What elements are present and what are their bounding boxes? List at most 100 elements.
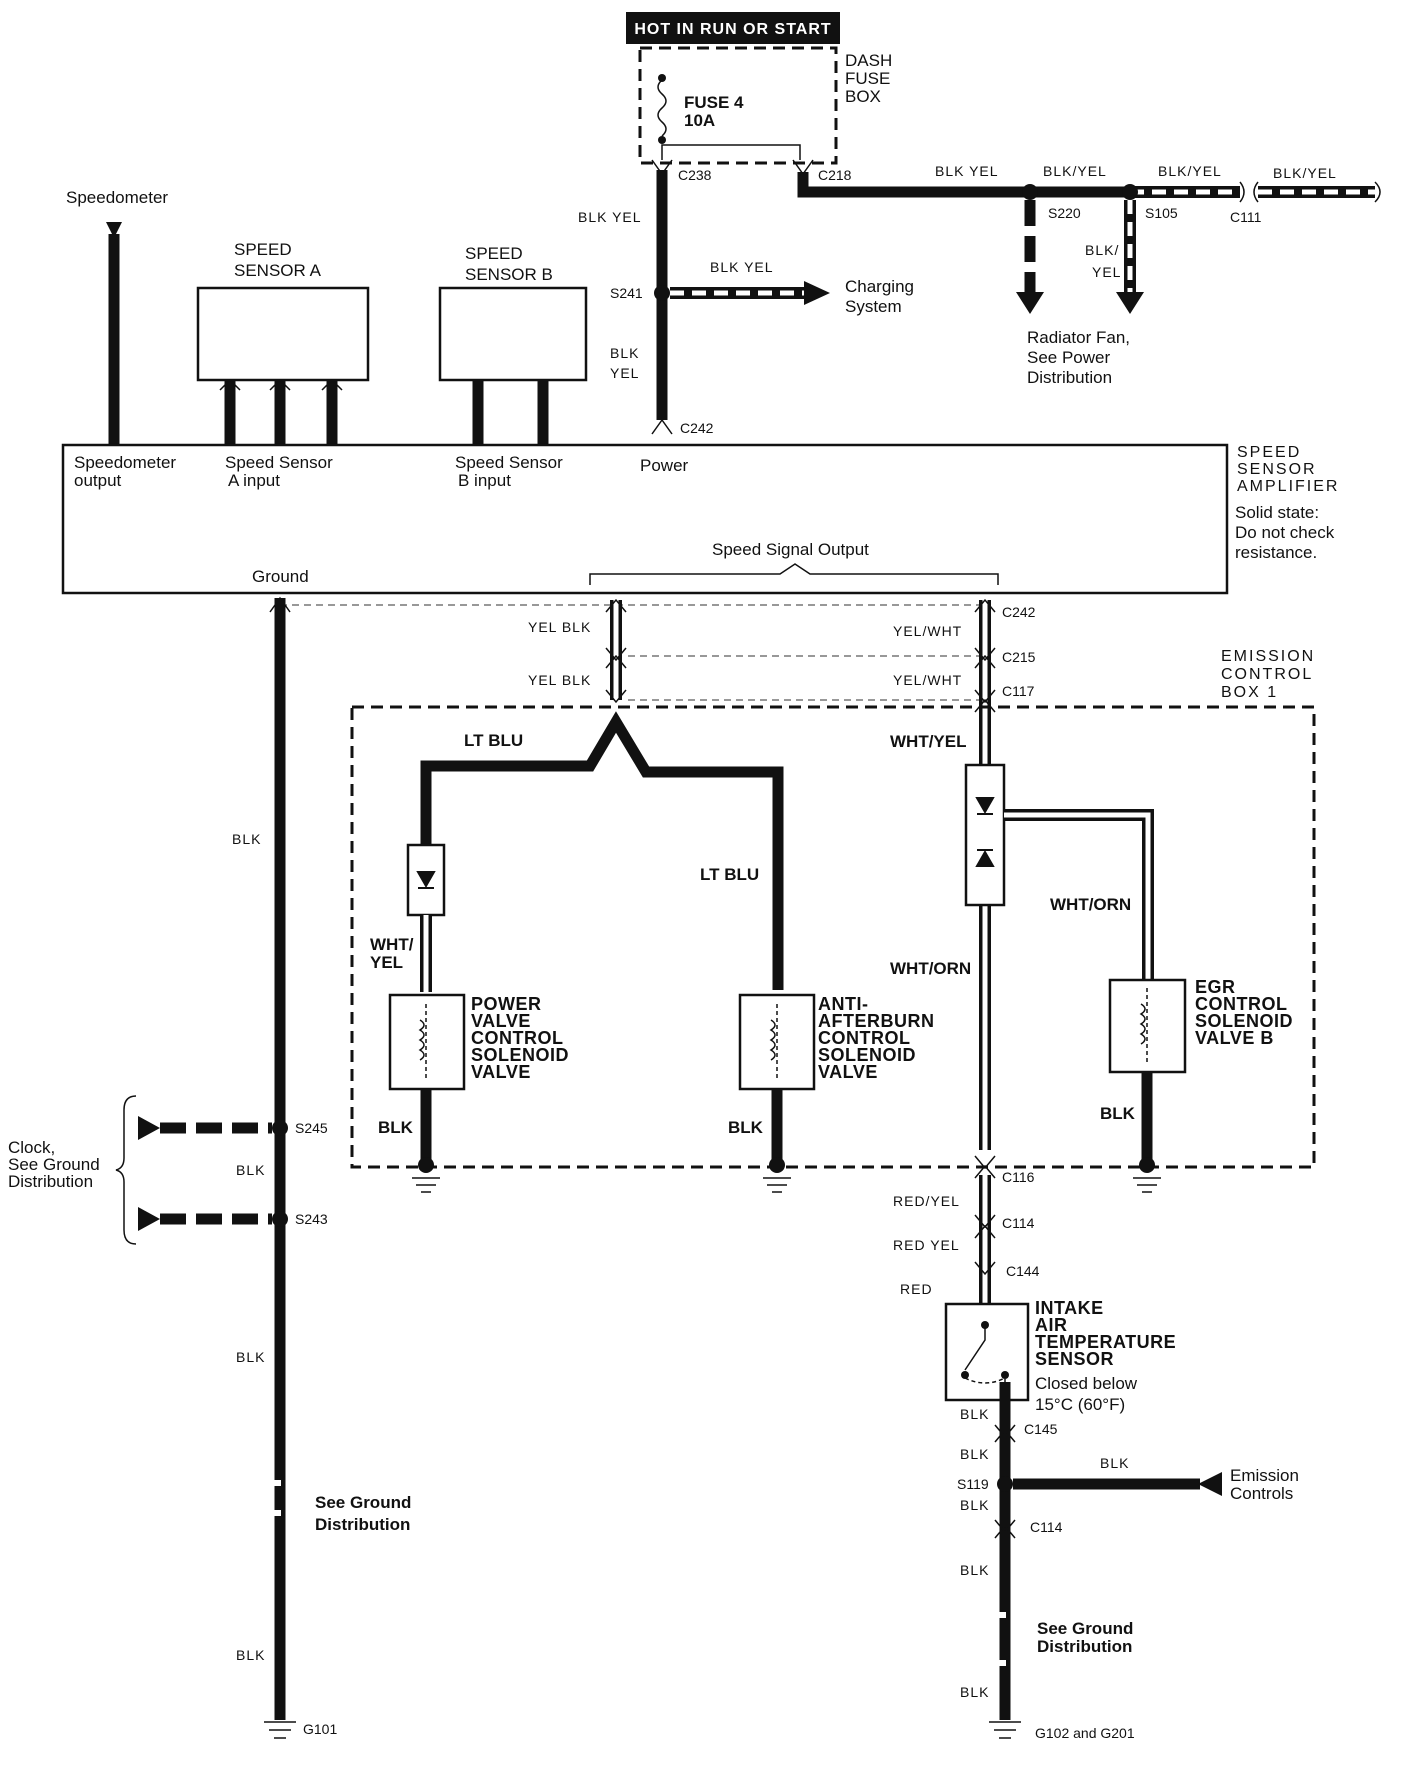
- fuse-4-label: FUSE 4: [684, 93, 744, 112]
- connector-label: S241: [610, 285, 643, 301]
- shield-lines: [280, 604, 985, 701]
- anti-afterburn-label: ANTI- AFTERBURN CONTROL SOLENOID VALVE: [818, 994, 940, 1082]
- wire-label: BLK: [236, 1647, 265, 1663]
- connector-label: S105: [1145, 205, 1178, 221]
- clock-bracket: [115, 1095, 137, 1245]
- connector-label: S220: [1048, 205, 1081, 221]
- splice-s241: [654, 285, 670, 301]
- radiator-fan-label: Radiator Fan, See Power Distribution: [1027, 328, 1135, 387]
- speedometer-label: Speedometer: [66, 188, 168, 207]
- wire-label: WHT/ORN: [890, 959, 971, 978]
- speed-sensor-a-label: SPEED SENSOR A: [234, 240, 322, 280]
- wire-label: RED YEL: [893, 1237, 960, 1253]
- dash-fuse-box-title: DASH FUSE BOX: [845, 51, 897, 106]
- pin-sensor-a-input: Speed Sensor A input: [225, 453, 337, 490]
- connector-label: C238: [678, 167, 712, 183]
- wire-label: YEL BLK: [528, 672, 591, 688]
- connector-c111-symbol: [1239, 181, 1259, 203]
- iat-sensor-label: INTAKE AIR TEMPERATURE SENSOR: [1035, 1298, 1182, 1369]
- wire-blk-yel-c218: [797, 172, 1020, 198]
- emission-control-box-1: [350, 705, 1316, 1169]
- connector-label: G101: [303, 1721, 337, 1737]
- wire-label: LT BLU: [700, 865, 759, 884]
- emission-controls-label: Emission Controls: [1230, 1466, 1304, 1503]
- wire-label: BLK: [960, 1497, 989, 1513]
- ground-distribution-left: See Ground Distribution: [315, 1493, 416, 1534]
- ground-g102-symbol: [989, 1721, 1021, 1739]
- connector-label: C242: [680, 420, 714, 436]
- ground-symbol: [412, 1177, 440, 1193]
- speedometer-arrow: [106, 222, 122, 238]
- charging-system-label: Charging System: [845, 277, 919, 316]
- pin-speed-signal-output: Speed Signal Output: [712, 540, 869, 559]
- egr-label: EGR CONTROL SOLENOID VALVE B: [1195, 977, 1299, 1048]
- wire-lt-blu: [420, 711, 784, 990]
- signal-output-bracket: [589, 563, 999, 585]
- dash-fuse-box: [638, 46, 838, 165]
- connector-label: C116: [1002, 1169, 1035, 1185]
- wire-label: WHT/ YEL: [370, 935, 418, 972]
- connector-label: C215: [1002, 649, 1036, 665]
- wire-label: BLK: [960, 1684, 989, 1700]
- speed-sensor-a: [196, 286, 370, 382]
- fuse-4-symbol: [657, 79, 667, 137]
- wire-label: YEL/WHT: [893, 623, 962, 639]
- wire-label: BLK: [960, 1562, 989, 1578]
- splice-s243: [272, 1211, 288, 1227]
- wire-label: BLK/YEL: [1273, 165, 1337, 181]
- connector-label: C145: [1024, 1421, 1058, 1437]
- wire-label: YEL/WHT: [893, 672, 962, 688]
- wire-label: WHT/YEL: [890, 732, 967, 751]
- intake-air-temperature-sensor: [944, 1302, 1030, 1402]
- wire-label: BLK/YEL: [1043, 163, 1107, 179]
- wire-label: RED: [900, 1281, 933, 1297]
- power-valve-solenoid: [388, 993, 466, 1091]
- wire-label: BLK: [236, 1162, 265, 1178]
- connector-label: S245: [295, 1120, 328, 1136]
- wire-label: BLK: [236, 1349, 265, 1365]
- wire-label: WHT/ORN: [1050, 895, 1131, 914]
- speed-sensor-b: [438, 286, 588, 382]
- wire-label: BLK: [960, 1406, 989, 1422]
- connector-label: S243: [295, 1211, 328, 1227]
- iat-sensor-note: Closed below 15°C (60°F): [1035, 1374, 1142, 1414]
- pin-power: Power: [640, 456, 689, 475]
- wire-label: BLK: [232, 831, 261, 847]
- ground-symbol: [1133, 1177, 1161, 1193]
- splice-s119: [997, 1476, 1013, 1492]
- splice-s220: [1022, 184, 1038, 200]
- power-valve-label: POWER VALVE CONTROL SOLENOID VALVE: [471, 994, 575, 1082]
- amplifier-title: SPEED SENSOR AMPLIFIER: [1237, 444, 1339, 495]
- wire-label: BLK/ YEL: [1085, 242, 1124, 280]
- wire-label: YEL BLK: [528, 619, 591, 635]
- ground-distribution-right: See Ground Distribution: [1037, 1619, 1138, 1656]
- wire-label: BLK/YEL: [1158, 163, 1222, 179]
- splice-s105: [1122, 184, 1138, 200]
- wire-label: BLK: [1100, 1455, 1129, 1471]
- speed-sensor-b-label: SPEED SENSOR B: [465, 244, 553, 284]
- splice-s245: [272, 1120, 288, 1136]
- connector-label: C242: [1002, 604, 1036, 620]
- pin-ground: Ground: [252, 567, 309, 586]
- emission-control-box-title: EMISSION CONTROL BOX 1: [1221, 648, 1322, 701]
- amplifier-note: Solid state: Do not check resistance.: [1235, 503, 1339, 562]
- diode-pack: [964, 763, 1006, 907]
- ground-g101-symbol: [264, 1721, 296, 1739]
- connector-label: C114: [1030, 1519, 1063, 1535]
- wire-label: BLK: [960, 1446, 989, 1462]
- wire-label: BLK YEL: [578, 209, 642, 225]
- pin-sensor-b-input: Speed Sensor B input: [455, 453, 567, 490]
- supply-header: HOT IN RUN OR START: [626, 12, 840, 44]
- supply-header-label: HOT IN RUN OR START: [634, 21, 831, 38]
- speed-sensor-amplifier: [61, 443, 1229, 595]
- connector-label: C114: [1002, 1215, 1035, 1231]
- fuse-4-rating: 10A: [684, 111, 715, 130]
- connector-label: S119: [957, 1476, 989, 1492]
- connector-label: C111: [1230, 209, 1262, 225]
- wire-label: BLK: [728, 1118, 764, 1137]
- connector-label: C117: [1002, 683, 1035, 699]
- wire-label: BLK: [378, 1118, 414, 1137]
- wire-label: BLK YEL: [610, 345, 644, 381]
- connector-label: C218: [818, 167, 852, 183]
